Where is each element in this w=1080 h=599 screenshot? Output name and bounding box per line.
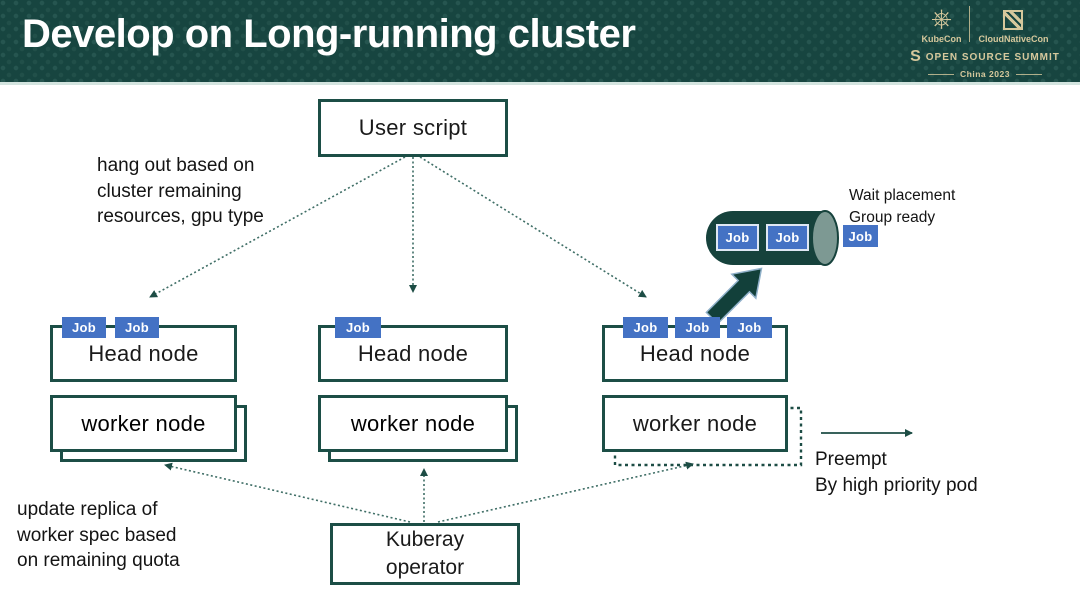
worker-node-box-1: worker node: [50, 395, 237, 452]
event-label: China 2023: [960, 69, 1010, 79]
event-dash-left: [928, 73, 955, 75]
worker-node-label: worker node: [350, 410, 476, 436]
worker-node-stack-1: worker node: [50, 395, 247, 462]
slide-header: Develop on Long-running cluster ⎈ KubeCo…: [0, 0, 1080, 85]
cluster1-job-badge: Job: [62, 317, 106, 338]
note-preempt: Preempt By high priority pod: [815, 449, 978, 496]
arrow-operator-to-worker3: [437, 461, 694, 523]
waiting-job-badge: Job: [843, 225, 878, 247]
arrow-operator-to-worker1: [164, 462, 411, 523]
head-node-label: Head node: [639, 340, 751, 366]
conference-logo-group: ⎈ KubeCon CloudNativeCon S OPEN SOURCE S…: [900, 4, 1070, 79]
logo-divider: [969, 6, 971, 42]
note-wait-placement: Wait placement Group ready: [849, 187, 956, 226]
worker-node-box-3: worker node: [602, 395, 788, 452]
head-node-label: Head node: [88, 340, 199, 366]
summit-s-icon: S: [910, 48, 921, 65]
placement-group-job-badge: Job: [716, 224, 759, 251]
cluster2-job-badge: Job: [335, 317, 381, 338]
kuberay-operator-box: Kuberay operator: [330, 523, 520, 585]
arrow-user-to-head1: [149, 156, 406, 298]
diagram-canvas: hang out based on cluster remaining reso…: [0, 85, 1080, 599]
cluster3-job-badge: Job: [675, 317, 720, 338]
placement-group-cylinder-cap: [811, 210, 839, 266]
arrow-user-to-head3: [419, 156, 647, 298]
placement-group-job-badge: Job: [766, 224, 809, 251]
kuberay-operator-label: Kuberay operator: [385, 527, 465, 579]
cluster3-job-badge: Job: [623, 317, 668, 338]
event-dash-right: [1015, 73, 1042, 75]
cloudnativecon-logo: CloudNativeCon: [978, 4, 1049, 44]
event-row: China 2023: [900, 69, 1070, 79]
cloudnativecon-cube-icon: [1003, 10, 1024, 30]
note-update-replica: update replica of worker spec based on r…: [17, 499, 180, 572]
worker-node-label: worker node: [632, 410, 758, 436]
user-script-label: User script: [358, 115, 468, 140]
open-source-summit-logo: S OPEN SOURCE SUMMIT: [900, 49, 1070, 65]
cluster3-job-badge: Job: [727, 317, 772, 338]
worker-node-stack-2: worker node: [318, 395, 518, 462]
kubecon-helm-icon: ⎈: [931, 3, 952, 33]
worker-node-label: worker node: [81, 410, 206, 436]
arrow-submit-to-placement-group: [705, 267, 763, 325]
page-title: Develop on Long-running cluster: [22, 12, 636, 56]
note-hang-out: hang out based on cluster remaining reso…: [97, 155, 264, 228]
summit-label: OPEN SOURCE SUMMIT: [925, 51, 1060, 63]
kubecon-label: KubeCon: [921, 34, 962, 44]
cluster1-job-badge: Job: [115, 317, 159, 338]
worker-node-box-2: worker node: [318, 395, 508, 452]
head-node-label: Head node: [357, 340, 469, 366]
user-script-box: User script: [318, 99, 508, 157]
cloudnativecon-label: CloudNativeCon: [978, 34, 1049, 44]
kubecon-logo: ⎈ KubeCon: [921, 4, 961, 44]
